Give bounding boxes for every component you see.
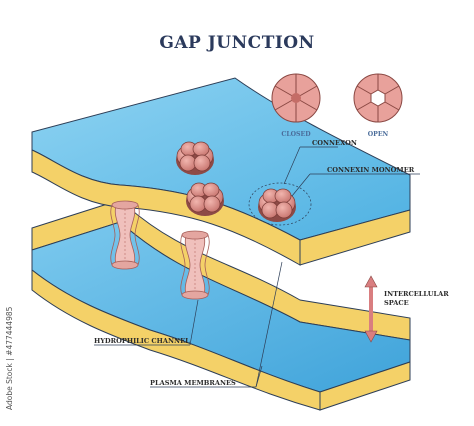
channel-mid — [180, 230, 210, 300]
connexon-highlight-ring — [248, 182, 312, 226]
open-connexon-topview — [353, 73, 403, 123]
plasma-membranes-callout: PLASMA MEMBRANES — [150, 261, 283, 388]
stock-credit: Adobe Stock | #477444985 — [5, 306, 14, 410]
intercellular-label-line1: INTERCELLULAR — [384, 290, 449, 298]
connexin-monomer-callout: CONNEXIN MONOMER — [291, 166, 420, 197]
connexon-1 — [175, 141, 215, 176]
hydrophilic-channel-label: HYDROPHILIC CHANNEL — [94, 337, 190, 345]
channel-left — [110, 200, 140, 270]
connexon-3 — [257, 188, 297, 223]
closed-connexon-topview — [271, 73, 321, 123]
closed-label: CLOSED — [281, 131, 311, 138]
intercellular-space-arrow — [364, 275, 378, 343]
connexon-2 — [185, 182, 225, 217]
connexon-callout: CONNEXON — [283, 139, 357, 185]
diagram-title: GAP JUNCTION — [159, 33, 314, 53]
intercellular-label-line2: SPACE — [384, 299, 409, 307]
connexin-monomer-label: CONNEXIN MONOMER — [327, 166, 415, 174]
plasma-membranes-label: PLASMA MEMBRANES — [150, 379, 236, 387]
connexon-label: CONNEXON — [312, 139, 357, 147]
open-label: OPEN — [368, 131, 389, 138]
hydrophilic-channel-callout: HYDROPHILIC CHANNEL — [94, 299, 199, 346]
top-membrane — [31, 77, 411, 266]
